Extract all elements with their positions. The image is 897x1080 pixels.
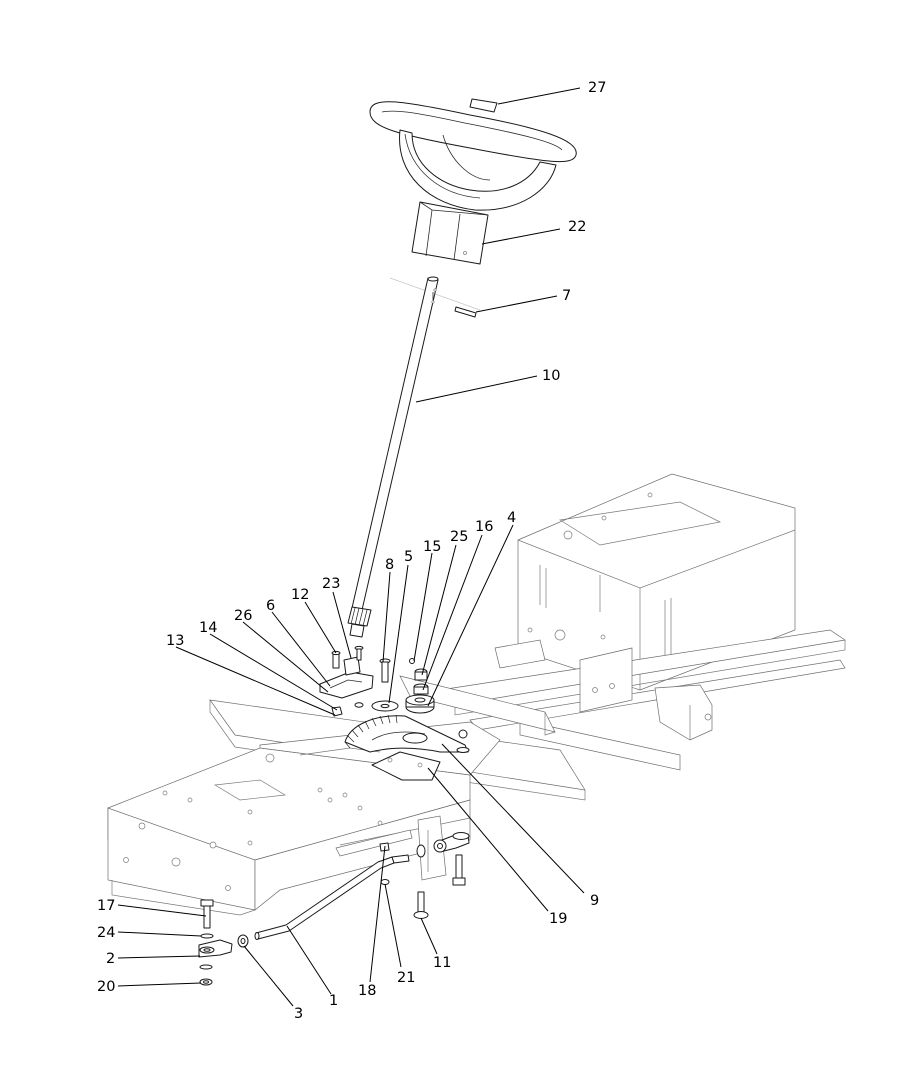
callout-18: 18 [358,983,376,999]
callout-19: 19 [549,911,567,927]
rod-end-right [416,832,470,858]
callout-11: 11 [433,955,451,971]
lower-bracket [335,815,447,881]
steering-wheel-cap [469,98,498,113]
callout-6: 6 [266,598,275,614]
callout-22: 22 [568,219,586,235]
callout-14: 14 [199,620,217,636]
callout-numbers: 27 22 7 10 4 16 25 15 5 8 23 12 6 26 14 … [97,80,606,1022]
cross-bar [399,675,556,736]
bolt-8 [379,658,391,683]
washer-small [199,964,213,970]
steering-wheel [369,101,577,265]
bolt-12 [331,650,341,669]
nut-20 [199,978,213,986]
bolt-11 [413,891,429,919]
callout-9: 9 [590,893,599,909]
callout-15: 15 [423,539,441,555]
callout-10: 10 [542,368,560,384]
washer-24 [200,933,214,939]
bolt-23 [354,645,364,661]
bolt-17 [200,899,214,929]
bearing-plate [319,656,374,699]
steering-plate [371,751,441,781]
callout-25: 25 [450,529,468,545]
callout-24: 24 [97,925,115,941]
bolt-right [452,854,466,886]
sector-gear [344,714,470,753]
callout-17: 17 [97,898,115,914]
roll-pin [454,306,477,318]
callout-7: 7 [562,288,571,304]
rod-end-2 [198,939,233,958]
drag-link [254,854,410,940]
callout-16: 16 [475,519,493,535]
nut-13-14 [331,702,364,717]
callout-21: 21 [397,970,415,986]
callout-13: 13 [166,633,184,649]
callout-1: 1 [329,993,338,1009]
jam-nut-3 [237,934,249,948]
callout-12: 12 [291,587,309,603]
callout-20: 20 [97,979,115,995]
callout-27: 27 [588,80,606,96]
callout-5: 5 [404,549,413,565]
callout-4: 4 [507,510,516,526]
steering-shaft [347,276,439,638]
nut-18-21 [379,842,390,885]
callout-2: 2 [106,951,115,967]
callout-8: 8 [385,557,394,573]
bushing-4 [405,694,435,714]
callout-3: 3 [294,1006,303,1022]
leader-lines [117,87,585,1007]
washer-5 [371,700,399,712]
callout-23: 23 [322,576,340,592]
callout-26: 26 [234,608,252,624]
rear-frame-housing [517,473,796,691]
